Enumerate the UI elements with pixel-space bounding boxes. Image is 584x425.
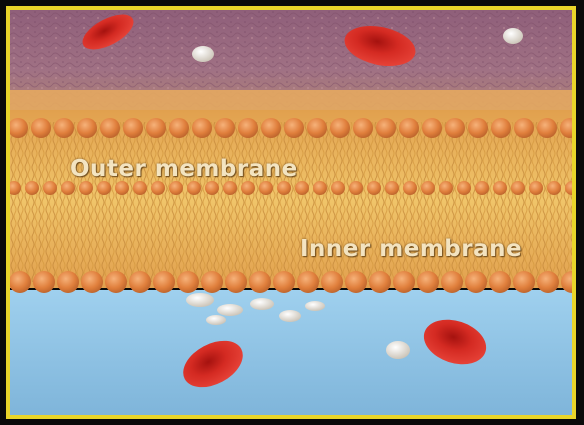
white-particle-icon: [192, 46, 214, 62]
phospholipid-head: [457, 181, 471, 195]
phospholipid-head: [547, 181, 561, 195]
phospholipid-head: [187, 181, 201, 195]
phospholipid-head: [399, 118, 419, 138]
phospholipid-head: [177, 271, 199, 293]
white-particle-icon: [305, 301, 325, 311]
phospholipid-head: [403, 181, 417, 195]
fluid-region: [10, 290, 572, 415]
phospholipid-head: [123, 118, 143, 138]
phospholipid-head: [215, 118, 235, 138]
phospholipid-head: [223, 181, 237, 195]
white-particle-icon: [503, 28, 523, 44]
phospholipid-head: [284, 118, 304, 138]
outer-membrane-label: Outer membrane: [70, 156, 298, 182]
phospholipid-head: [353, 118, 373, 138]
phospholipid-head: [31, 118, 51, 138]
white-particle-icon: [217, 304, 243, 316]
phospholipid-head: [529, 181, 543, 195]
inner-membrane-label: Inner membrane: [300, 236, 522, 262]
white-particle-icon: [250, 298, 274, 310]
phospholipid-head: [307, 118, 327, 138]
phospholipid-head: [513, 271, 535, 293]
phospholipid-head: [345, 271, 367, 293]
phospholipid-head: [201, 271, 223, 293]
phospholipid-head: [115, 181, 129, 195]
phospholipid-head: [225, 271, 247, 293]
phospholipid-head: [441, 271, 463, 293]
phospholipid-head: [192, 118, 212, 138]
phospholipid-head: [249, 271, 271, 293]
phospholipid-head: [439, 181, 453, 195]
white-particle-icon: [279, 310, 301, 322]
phospholipid-head: [43, 181, 57, 195]
phospholipid-head: [33, 271, 55, 293]
phospholipid-head: [100, 118, 120, 138]
phospholipid-head: [445, 118, 465, 138]
phospholipid-head: [369, 271, 391, 293]
phospholipid-head: [367, 181, 381, 195]
white-particle-icon: [206, 315, 226, 325]
phospholipid-head: [422, 118, 442, 138]
phospholipid-head: [81, 271, 103, 293]
phospholipid-head: [514, 118, 534, 138]
phospholipid-head: [273, 271, 295, 293]
phospholipid-head: [475, 181, 489, 195]
phospholipid-head: [151, 181, 165, 195]
phospholipid-head: [133, 181, 147, 195]
phospholipid-head: [511, 181, 525, 195]
phospholipid-head: [105, 271, 127, 293]
phospholipid-head: [331, 181, 345, 195]
phospholipid-head: [61, 181, 75, 195]
phospholipid-head: [25, 181, 39, 195]
phospholipid-head: [489, 271, 511, 293]
phospholipid-head: [421, 181, 435, 195]
phospholipid-head: [169, 181, 183, 195]
phospholipid-head: [77, 118, 97, 138]
phospholipid-head: [321, 271, 343, 293]
phospholipid-head: [146, 118, 166, 138]
phospholipid-head: [493, 181, 507, 195]
phospholipid-head: [10, 271, 31, 293]
white-particle-icon: [386, 341, 410, 359]
phospholipid-head: [295, 181, 309, 195]
phospholipid-head: [468, 118, 488, 138]
phospholipid-head: [393, 271, 415, 293]
phospholipid-head: [54, 118, 74, 138]
phospholipid-head: [313, 181, 327, 195]
phospholipid-head: [277, 181, 291, 195]
phospholipid-head: [241, 181, 255, 195]
phospholipid-head: [297, 271, 319, 293]
white-particle-icon: [186, 293, 214, 307]
phospholipid-head: [238, 118, 258, 138]
phospholipid-head: [261, 118, 281, 138]
phospholipid-head: [169, 118, 189, 138]
phospholipid-head: [349, 181, 363, 195]
phospholipid-head: [376, 118, 396, 138]
membrane-illustration: [10, 10, 572, 415]
phospholipid-head: [57, 271, 79, 293]
phospholipid-head: [537, 271, 559, 293]
phospholipid-head: [537, 118, 557, 138]
phospholipid-head: [205, 181, 219, 195]
phospholipid-head: [153, 271, 175, 293]
phospholipid-head: [259, 181, 273, 195]
phospholipid-head: [97, 181, 111, 195]
yellow-border: Outer membrane Inner membrane: [6, 6, 576, 419]
phospholipid-head: [465, 271, 487, 293]
phospholipid-head: [417, 271, 439, 293]
phospholipid-head: [385, 181, 399, 195]
phospholipid-head: [79, 181, 93, 195]
phospholipid-head: [330, 118, 350, 138]
phospholipid-head: [491, 118, 511, 138]
phospholipid-head: [129, 271, 151, 293]
